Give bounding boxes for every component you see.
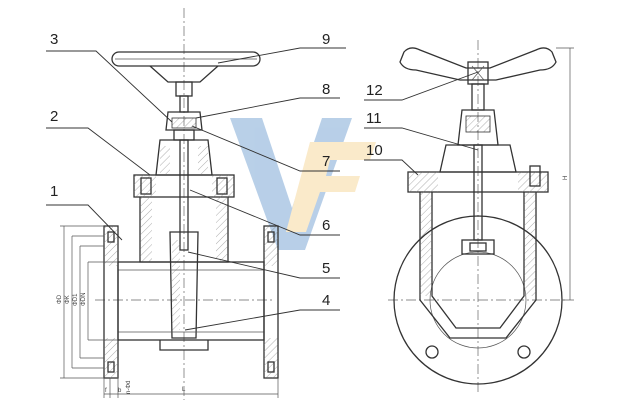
valve-body-front [103,139,279,379]
bonnet-side [407,83,549,193]
dim-phi-k: ΦK [65,295,71,304]
side-dimensions [556,47,574,301]
side-view: H 12 11 10 [364,40,574,395]
body-side [393,144,563,385]
dim-b: b [118,388,122,394]
dim-phi-dn: ΦDN [81,293,87,306]
callout-9: 9 [322,31,330,48]
dim-phi-d1: ΦD1 [73,293,79,306]
callout-2: 2 [50,108,58,125]
callout-11: 11 [366,110,382,127]
front-leaders [46,47,346,331]
callout-8: 8 [322,81,330,98]
callout-6: 6 [322,217,330,234]
dim-n-d: n-Φd [126,381,132,394]
callout-12: 12 [366,82,383,99]
callout-4: 4 [322,292,330,309]
dim-phi-d: ΦD [57,294,63,304]
dim-length: L [182,387,186,393]
dim-f: f [105,388,107,394]
callout-5: 5 [322,260,330,277]
bonnet-flange-front [133,174,235,198]
callout-7: 7 [322,153,330,170]
front-dimensions [60,225,279,398]
dim-height: H [563,176,569,180]
side-leaders [364,71,479,176]
handwheel-front [111,51,261,97]
watermark-logo [230,118,376,250]
callout-10: 10 [366,142,383,159]
front-view: ΦD ΦK ΦD1 ΦDN f b n-Φd L 1 2 3 9 8 7 6 5… [46,8,346,400]
callout-3: 3 [50,31,58,48]
callout-1: 1 [50,183,58,200]
